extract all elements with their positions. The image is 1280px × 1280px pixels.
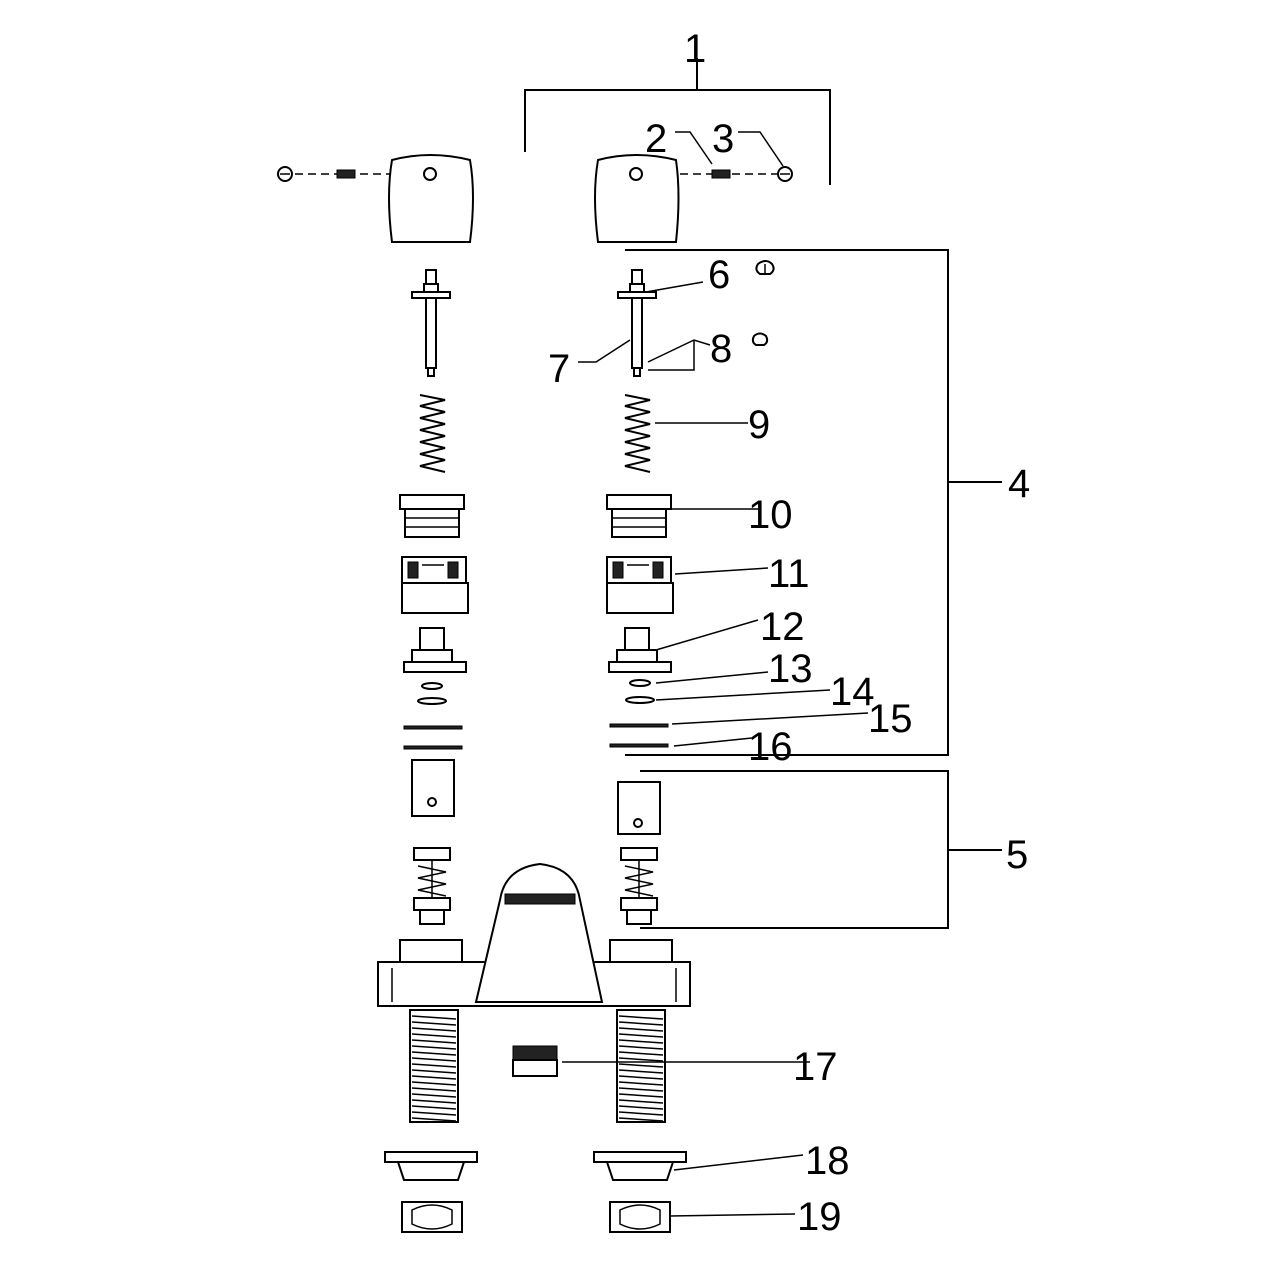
right-shank-thread bbox=[618, 1021, 664, 1026]
left-valve-insert bbox=[413, 847, 451, 925]
left-shank-thread bbox=[411, 1075, 457, 1080]
left-shank-thread bbox=[411, 1117, 457, 1122]
callout-7: 7 bbox=[548, 347, 570, 391]
callout-10: 10 bbox=[748, 493, 793, 537]
right-handle bbox=[594, 154, 680, 243]
right-handle-hole bbox=[629, 167, 643, 181]
right-shank-thread bbox=[618, 1015, 664, 1020]
callout-6: 6 bbox=[708, 253, 730, 297]
right-gasket bbox=[593, 1151, 687, 1181]
left-shank-thread bbox=[411, 1057, 457, 1062]
callout-18: 18 bbox=[805, 1139, 850, 1183]
left-shank-thread bbox=[411, 1105, 457, 1110]
right-shank-thread bbox=[618, 1105, 664, 1110]
left-shank-thread bbox=[411, 1093, 457, 1098]
left-o-ring-small bbox=[421, 682, 443, 690]
right-shank-thread bbox=[618, 1051, 664, 1056]
right-shank-thread bbox=[618, 1081, 664, 1086]
index-button bbox=[777, 166, 793, 182]
callout-15: 15 bbox=[868, 697, 913, 741]
left-handle-hole bbox=[423, 167, 437, 181]
right-shank-thread bbox=[618, 1075, 664, 1080]
callout-14: 14 bbox=[830, 670, 875, 714]
right-shank-thread bbox=[618, 1087, 664, 1092]
aerator bbox=[512, 1045, 558, 1077]
left-washer-bottom bbox=[403, 745, 463, 750]
clip-icon bbox=[755, 260, 775, 275]
left-stem bbox=[411, 269, 451, 377]
right-o-ring-small bbox=[629, 679, 651, 687]
callout-19: 19 bbox=[797, 1195, 842, 1239]
callout-13: 13 bbox=[768, 647, 813, 691]
faucet-body bbox=[377, 862, 691, 1007]
left-gasket bbox=[384, 1151, 478, 1181]
callout-16: 16 bbox=[748, 725, 793, 769]
left-shank-thread bbox=[411, 1027, 457, 1032]
left-shank-thread bbox=[411, 1087, 457, 1092]
right-seat-sleeve bbox=[617, 781, 661, 835]
right-shank-thread bbox=[618, 1093, 664, 1098]
left-bonnet-nut bbox=[399, 494, 465, 538]
right-spring bbox=[624, 394, 651, 473]
left-handle-screw bbox=[277, 166, 293, 182]
right-shank-thread bbox=[618, 1039, 664, 1044]
right-cartridge-body bbox=[606, 556, 674, 614]
callout-4: 4 bbox=[1008, 462, 1030, 506]
left-spring bbox=[419, 394, 446, 473]
left-shank-thread bbox=[411, 1069, 457, 1074]
right-valve-insert bbox=[620, 847, 658, 925]
callout-8: 8 bbox=[710, 327, 732, 371]
left-cartridge-stem bbox=[403, 627, 467, 673]
left-set-screw bbox=[336, 169, 356, 179]
right-shank-thread bbox=[618, 1069, 664, 1074]
leader-lines bbox=[562, 131, 869, 1217]
right-shank-thread bbox=[618, 1111, 664, 1116]
left-cartridge-body bbox=[401, 556, 469, 614]
right-o-ring bbox=[625, 696, 655, 704]
callout-9: 9 bbox=[748, 403, 770, 447]
right-stem bbox=[617, 269, 657, 377]
left-shank-thread bbox=[411, 1015, 457, 1020]
callout-3: 3 bbox=[712, 117, 734, 161]
right-bonnet-nut bbox=[606, 494, 672, 538]
left-shank-thread bbox=[411, 1063, 457, 1068]
right-shank-thread bbox=[618, 1117, 664, 1122]
right-shank-thread bbox=[618, 1027, 664, 1032]
right-shank-thread bbox=[618, 1063, 664, 1068]
left-locknut bbox=[401, 1201, 463, 1233]
right-cartridge-stem bbox=[608, 627, 672, 673]
callout-17: 17 bbox=[793, 1045, 838, 1089]
set-screw bbox=[711, 169, 731, 179]
left-shank-thread bbox=[411, 1045, 457, 1050]
left-shank-thread bbox=[411, 1081, 457, 1086]
callout-11: 11 bbox=[768, 552, 810, 596]
left-o-ring bbox=[417, 697, 447, 705]
left-shank-thread bbox=[411, 1033, 457, 1038]
left-washer-top bbox=[403, 725, 463, 730]
left-shank-thread bbox=[411, 1099, 457, 1104]
left-shank-thread bbox=[411, 1051, 457, 1056]
callout-12: 12 bbox=[760, 605, 805, 649]
right-washer-top bbox=[609, 723, 669, 728]
left-shank-thread bbox=[411, 1039, 457, 1044]
right-shank-thread bbox=[618, 1099, 664, 1104]
right-shank-thread bbox=[618, 1045, 664, 1050]
right-locknut bbox=[609, 1201, 671, 1233]
left-seat-sleeve bbox=[411, 759, 455, 817]
bracket-handle-assembly bbox=[524, 58, 831, 185]
left-shank-thread bbox=[411, 1021, 457, 1026]
left-shank-thread bbox=[411, 1111, 457, 1116]
bracket-valve-assembly bbox=[640, 770, 1002, 929]
callout-5: 5 bbox=[1006, 833, 1028, 877]
callout-1: 1 bbox=[684, 27, 706, 71]
right-washer-bottom bbox=[609, 743, 669, 748]
callout-2: 2 bbox=[645, 117, 667, 161]
right-shank-thread bbox=[618, 1033, 664, 1038]
left-handle bbox=[388, 154, 474, 243]
right-shank-thread bbox=[618, 1057, 664, 1062]
small-clip-icon bbox=[751, 332, 769, 346]
bracket-cartridge-assembly bbox=[625, 249, 1002, 756]
